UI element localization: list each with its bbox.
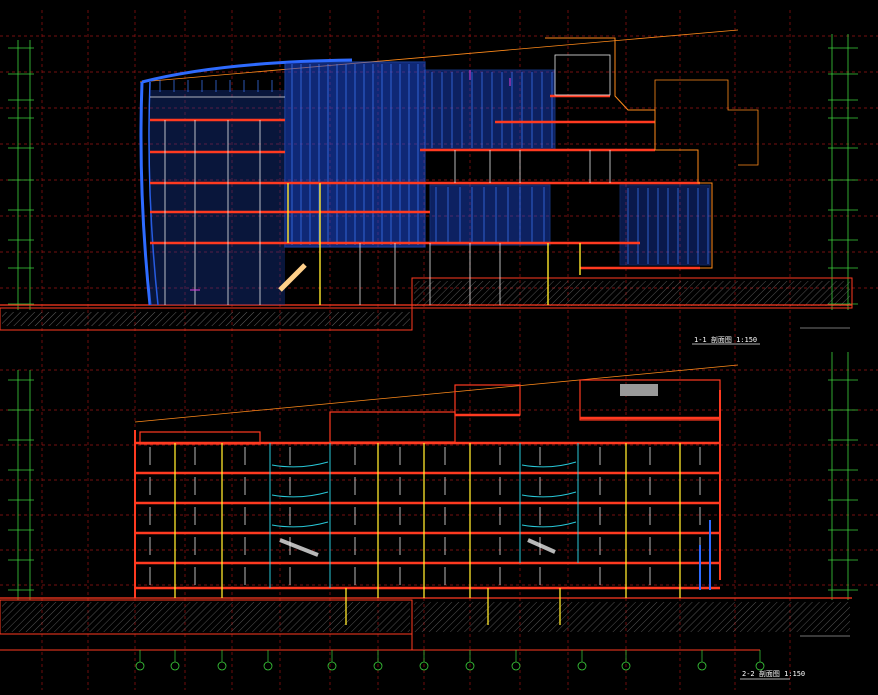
grid-axis-bubble [217, 661, 227, 671]
section-2-2-drawing [0, 364, 852, 680]
level-tick-marks [8, 47, 858, 591]
grid-axis-bubble [419, 661, 429, 671]
grid-axis-bubble [135, 661, 145, 671]
grid-axis-bubble [170, 661, 180, 671]
grid-axis-bubble [621, 661, 631, 671]
section-1-1-drawing [0, 29, 853, 345]
section-title-1-1: 1-1 剖面图 1:150 [694, 336, 758, 344]
grid-axis-bubble [511, 661, 521, 671]
right-level-ruler-top [831, 34, 849, 310]
right-level-ruler-bottom [831, 352, 849, 600]
grid-axis-bubble [263, 661, 273, 671]
left-level-ruler-top [17, 40, 31, 310]
grid-axis-bubble [755, 661, 765, 671]
grid-axis-bubble [327, 661, 337, 671]
grid-axis-bubble [373, 661, 383, 671]
left-level-ruler-bottom [17, 370, 31, 600]
grid-axis-bubbles [135, 650, 765, 671]
grid-axis-bubble [465, 661, 475, 671]
section-title-2-2: 2-2 剖面图 1:150 [742, 670, 806, 678]
grid-axis-bubble [577, 661, 587, 671]
grid-axis-bubble [697, 661, 707, 671]
